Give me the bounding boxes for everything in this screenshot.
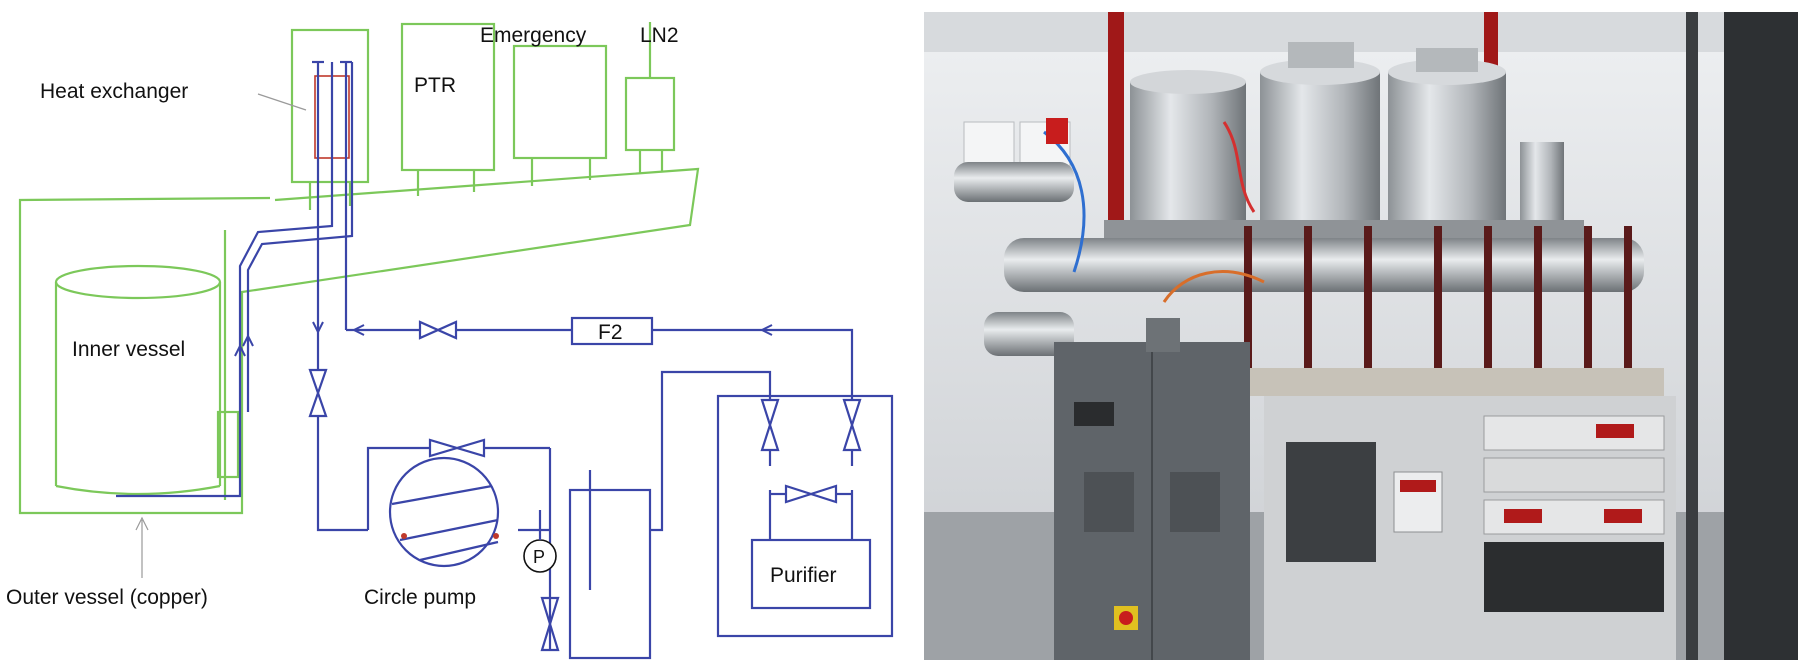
vessel-4	[1520, 142, 1564, 232]
label-ptr: PTR	[414, 74, 456, 97]
left-bellows	[984, 312, 1074, 356]
red-coil	[1222, 121, 1256, 213]
frame-post	[1686, 12, 1698, 660]
storage-vessel	[568, 488, 652, 660]
main-pipe	[1004, 238, 1644, 292]
red-valve-head	[1046, 118, 1068, 144]
arrow-down-icon	[312, 321, 324, 335]
arrow-left-icon	[759, 324, 773, 336]
instrument-1	[1483, 415, 1665, 451]
valve-purifier-bypass	[784, 484, 838, 504]
arrow-up-icon	[242, 333, 254, 347]
return-line	[246, 62, 354, 412]
label-inner-vessel: Inner vessel	[72, 338, 185, 361]
arrow-left-icon	[351, 324, 365, 336]
valve-purifier-out	[842, 398, 862, 452]
label-outer-vessel: Outer vessel (copper)	[6, 586, 208, 609]
left-pipe	[954, 162, 1074, 202]
label-ln2: LN2	[640, 24, 679, 47]
label-emergency: Emergency	[480, 24, 587, 47]
label-purifier: Purifier	[770, 564, 837, 587]
support-rods	[1244, 226, 1632, 376]
ptr-box	[400, 22, 496, 172]
vessel-2	[1260, 72, 1380, 232]
orange-cable	[1162, 270, 1265, 303]
valve-main-down	[308, 368, 328, 418]
cabinet-keypad	[1074, 402, 1114, 426]
cable-tray	[1286, 442, 1376, 562]
valve-pump-outlet	[540, 596, 560, 652]
vessel-1	[1130, 82, 1246, 232]
supply-line	[116, 62, 334, 498]
label-pressure-gauge: P	[533, 547, 545, 567]
right-rack	[1724, 12, 1798, 660]
gas-circuit	[116, 60, 894, 660]
outer-vessel-outline	[18, 167, 700, 515]
ln2-box	[624, 76, 676, 152]
valve-pump-bypass	[428, 438, 486, 458]
cryostat-outline	[18, 22, 700, 515]
instrument-2	[1483, 457, 1665, 493]
circle-pump	[388, 456, 500, 568]
vessel-3	[1388, 72, 1506, 232]
cabinet-vents	[1170, 472, 1220, 532]
valve-purifier-in	[760, 398, 780, 452]
valves	[308, 320, 862, 652]
label-f2: F2	[598, 321, 623, 344]
heat-exchanger-housing	[290, 28, 370, 184]
cabinet-vents	[1084, 472, 1134, 532]
flow-arrows	[234, 321, 773, 357]
inner-vessel-top	[54, 264, 222, 300]
arrow-up-icon	[234, 343, 246, 357]
instrument-4	[1484, 542, 1664, 612]
label-heat-exchanger: Heat exchanger	[40, 80, 188, 103]
system-schematic: Heat exchanger PTR Emergency LN2 Inner v…	[6, 22, 894, 660]
flange-plate	[1104, 220, 1584, 238]
frame-post	[1108, 12, 1124, 262]
purifier-box	[750, 538, 872, 610]
pump-marker-left	[401, 533, 407, 539]
valve-f2-line	[418, 320, 458, 340]
emergency-box	[512, 44, 608, 160]
cryo-vessels	[1130, 42, 1564, 232]
cabinet-chimney	[1146, 318, 1180, 352]
outer-vessel-leader-arrow	[135, 516, 149, 531]
ceiling-band	[924, 12, 1798, 52]
label-circle-pump: Circle pump	[364, 586, 476, 609]
apparatus-photo	[924, 12, 1798, 660]
heat-exchanger-leader	[257, 93, 307, 111]
pump-marker-right	[493, 533, 499, 539]
purifier-frame	[716, 394, 894, 638]
